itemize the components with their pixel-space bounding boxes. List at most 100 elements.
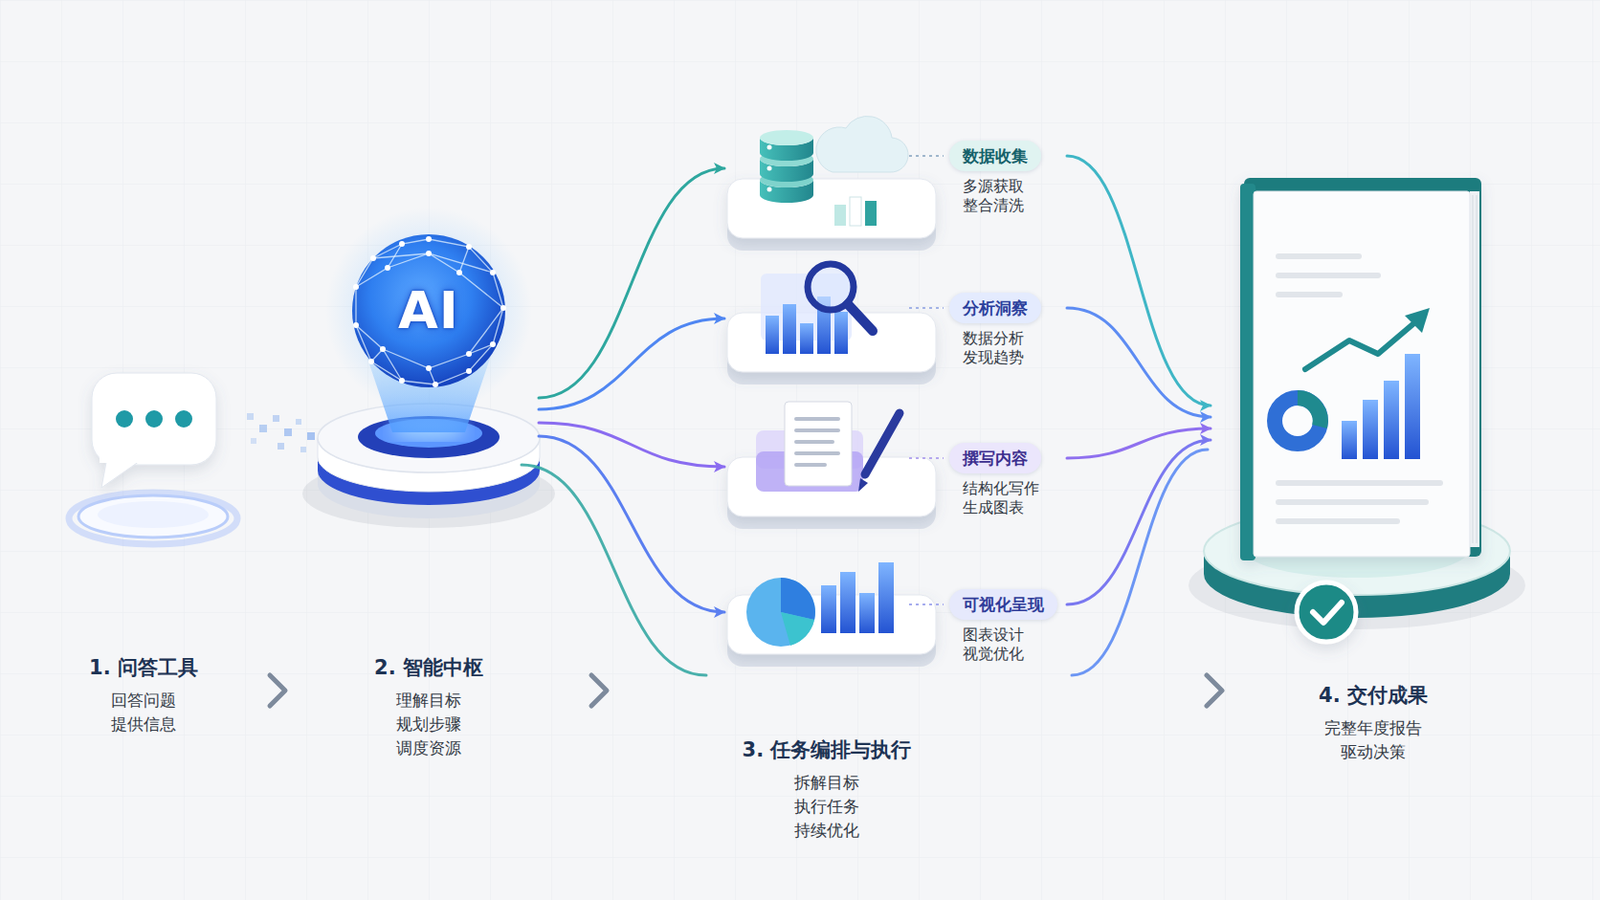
report-book-icon xyxy=(1253,191,1470,557)
task-card-writing xyxy=(784,401,852,487)
ai-hub-icon xyxy=(353,284,359,290)
ai-hub-icon xyxy=(489,269,496,276)
ai-hub-icon xyxy=(466,244,472,250)
report-book-icon xyxy=(1274,398,1321,445)
report-book-icon xyxy=(1244,177,1482,557)
task-node: 分析洞察数据分析 发现趋势 xyxy=(724,267,1067,400)
report-book-icon xyxy=(1278,272,1378,279)
pixel-trail xyxy=(284,428,292,437)
report-book-icon xyxy=(1341,421,1357,460)
task-desc: 数据分析 发现趋势 xyxy=(962,329,1061,368)
report-book-icon xyxy=(1472,195,1474,544)
chat-bubble-icon xyxy=(175,410,193,428)
ai-hub-icon xyxy=(384,265,391,271)
task-node: 撰写内容结构化写作 生成图表 xyxy=(724,411,1067,544)
task-card-data xyxy=(849,197,862,226)
pixel-trail xyxy=(272,415,280,423)
ai-label: AI xyxy=(318,282,539,340)
stage-title: 2. 智能中枢 xyxy=(318,654,539,682)
task-card-visual xyxy=(821,585,837,634)
task-card-data xyxy=(767,166,773,172)
task-desc: 结构化写作 生成图表 xyxy=(962,479,1061,518)
ai-hub-icon xyxy=(459,246,469,273)
ai-hub-icon xyxy=(500,305,507,312)
task-card-data xyxy=(727,115,944,251)
ai-hub-icon xyxy=(425,250,432,257)
ai-hub-icon xyxy=(379,346,386,353)
step-chevron xyxy=(1206,675,1223,707)
report-book-icon xyxy=(1278,499,1426,506)
task-pill: 撰写内容 xyxy=(949,443,1042,474)
stage-desc: 回答问题 提供信息 xyxy=(91,688,197,737)
pixel-trail xyxy=(300,446,307,453)
ai-hub-icon xyxy=(466,368,472,375)
stage-title: 1. 问答工具 xyxy=(47,654,240,682)
task-card-data xyxy=(816,115,909,173)
report-node: 4. 交付成果完整年度报告 驱动决策 xyxy=(1210,172,1536,767)
task-card-analysis xyxy=(765,315,779,355)
ai-hub-icon xyxy=(302,207,556,529)
task-card-data xyxy=(909,155,944,157)
label-wrap: 拆解目标 执行任务 持续优化 xyxy=(731,771,923,844)
ai-hub-icon xyxy=(353,322,359,329)
ai-hub-icon xyxy=(387,253,460,273)
task-card-writing xyxy=(796,463,825,467)
extra-flow-line xyxy=(521,449,1208,676)
report-book-icon xyxy=(1297,398,1321,427)
group-title: 3. 任务编排与执行 xyxy=(731,736,923,764)
ai-hub-icon xyxy=(370,255,377,262)
ai-hub-icon xyxy=(382,349,469,369)
chat-bubble-icon xyxy=(68,373,238,545)
report-book-icon xyxy=(1312,602,1342,623)
task-card-analysis xyxy=(727,264,944,385)
ai-hub-icon xyxy=(355,325,402,381)
task-card-visual xyxy=(840,572,856,634)
chat-bubble-icon xyxy=(68,492,238,545)
ai-hub-icon xyxy=(459,272,504,309)
report-book-icon xyxy=(1296,582,1356,643)
ai-hub-icon xyxy=(399,377,405,384)
extra-flow-line xyxy=(521,465,707,676)
ai-hub-icon xyxy=(456,269,463,276)
task-card-writing xyxy=(796,451,839,456)
task-card-visual xyxy=(909,603,944,606)
ai-hub-icon xyxy=(355,244,402,288)
ai-hub-icon xyxy=(489,341,496,348)
pixel-trail xyxy=(295,419,302,425)
label-wrap: 3. 任务编排与执行 xyxy=(731,736,923,764)
task-card-writing xyxy=(727,401,944,530)
flow-connector xyxy=(1066,308,1211,418)
task-card-writing xyxy=(796,428,839,433)
task-node: 可视化呈现图表设计 视觉优化 xyxy=(724,556,1067,689)
ai-hub-icon xyxy=(432,381,439,388)
task-card-data xyxy=(834,204,846,226)
report-book-icon xyxy=(1362,400,1378,460)
task-card-writing xyxy=(796,417,839,422)
report-book-icon xyxy=(1404,354,1421,460)
task-card-writing xyxy=(796,419,839,466)
task-pill: 分析洞察 xyxy=(949,292,1042,324)
report-book-icon xyxy=(1278,256,1441,522)
task-card-data xyxy=(767,187,773,193)
chat-bubble-icon xyxy=(97,501,209,529)
report-book-icon xyxy=(1278,518,1398,525)
task-card-visual xyxy=(746,577,816,647)
report-book-icon xyxy=(1240,177,1482,561)
task-card-data xyxy=(759,130,814,146)
task-pill: 数据收集 xyxy=(949,140,1042,172)
pixel-trail xyxy=(246,413,315,453)
flow-connector xyxy=(538,422,725,467)
chat-bubble-icon xyxy=(91,373,217,489)
flow-connector xyxy=(538,436,725,613)
task-card-visual xyxy=(878,562,894,634)
step-chevron xyxy=(269,675,286,707)
task-desc: 图表设计 视觉优化 xyxy=(962,625,1061,665)
task-card-visual xyxy=(727,562,944,667)
task-card-writing xyxy=(858,478,868,492)
report-book-icon xyxy=(1278,480,1441,487)
